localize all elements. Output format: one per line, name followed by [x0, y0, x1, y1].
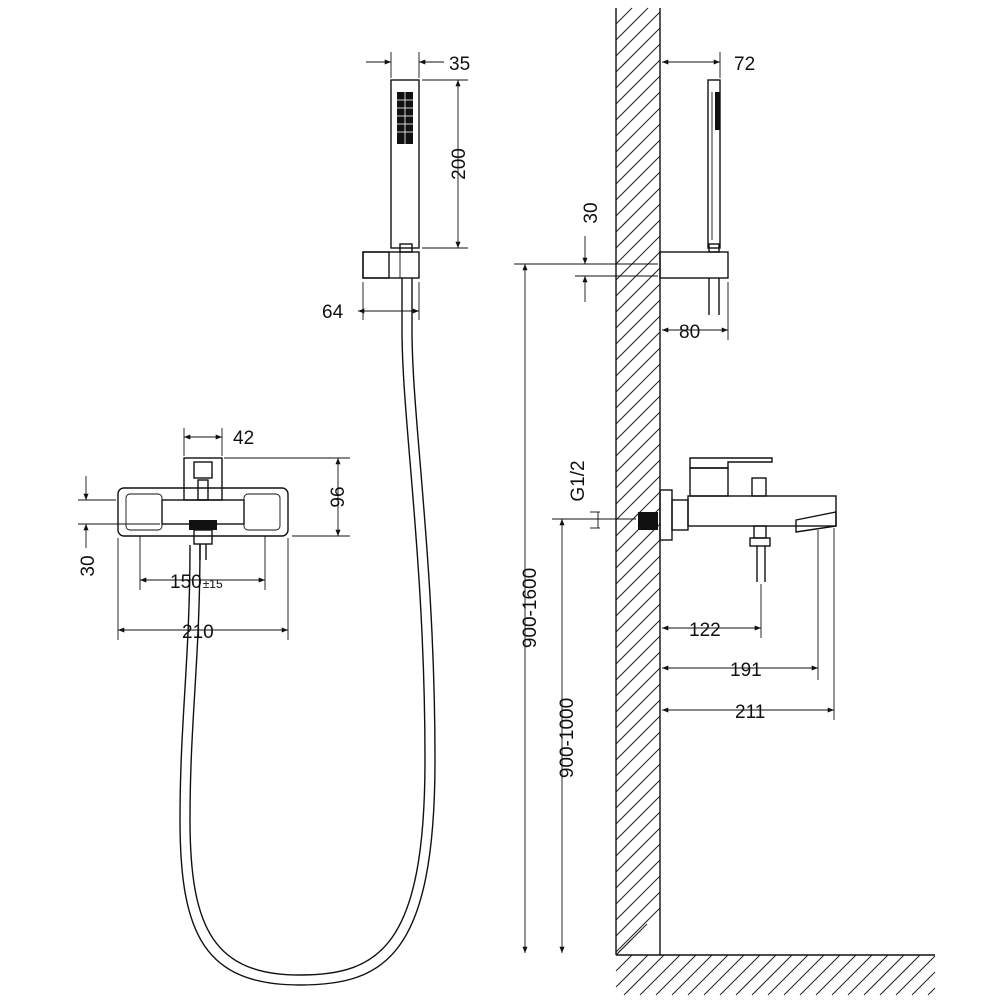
floor: [615, 954, 936, 996]
wall-hatching: [615, 7, 661, 956]
shower-holder-side: [659, 251, 729, 315]
dim-body-height: 96: [328, 486, 349, 507]
diverter-knob-icon: [189, 520, 217, 530]
dim-holder-depth: 80: [679, 322, 700, 343]
shower-holder-front: [362, 251, 420, 279]
dim-handshower-depth: 72: [734, 54, 755, 75]
dim-mixer-height: 900-1000: [557, 698, 578, 778]
dimension-lines-side: [514, 52, 835, 953]
shower-hose: [179, 278, 436, 986]
dim-thread: G1/2: [568, 460, 589, 501]
dimension-labels: 35 200 64 42 96 30 150±15 210 72 30 80 G…: [78, 54, 765, 778]
dim-handle-depth: 122: [689, 620, 721, 641]
dim-overall-depth: 211: [735, 702, 765, 723]
dim-centers: 150±15: [170, 572, 223, 593]
dim-outlet-offset: 30: [78, 555, 99, 576]
dim-holder-height: 900-1600: [520, 568, 541, 648]
floor-hatching: [615, 954, 936, 996]
wall: [615, 7, 661, 956]
mixer-side: [638, 457, 837, 582]
mixer-front: [117, 457, 289, 560]
dim-handshower-length: 200: [449, 148, 470, 180]
hand-shower-side: [707, 79, 721, 253]
dim-handshower-width: 35: [449, 54, 470, 75]
dim-holder-width: 64: [322, 302, 344, 323]
dim-handle-width: 42: [233, 428, 254, 449]
dim-holder-thickness: 30: [581, 202, 602, 223]
dim-overall-width: 210: [182, 622, 214, 643]
dimension-lines-front: [78, 52, 468, 640]
hand-shower-front: [390, 79, 420, 253]
dim-spout-depth: 191: [730, 660, 762, 681]
